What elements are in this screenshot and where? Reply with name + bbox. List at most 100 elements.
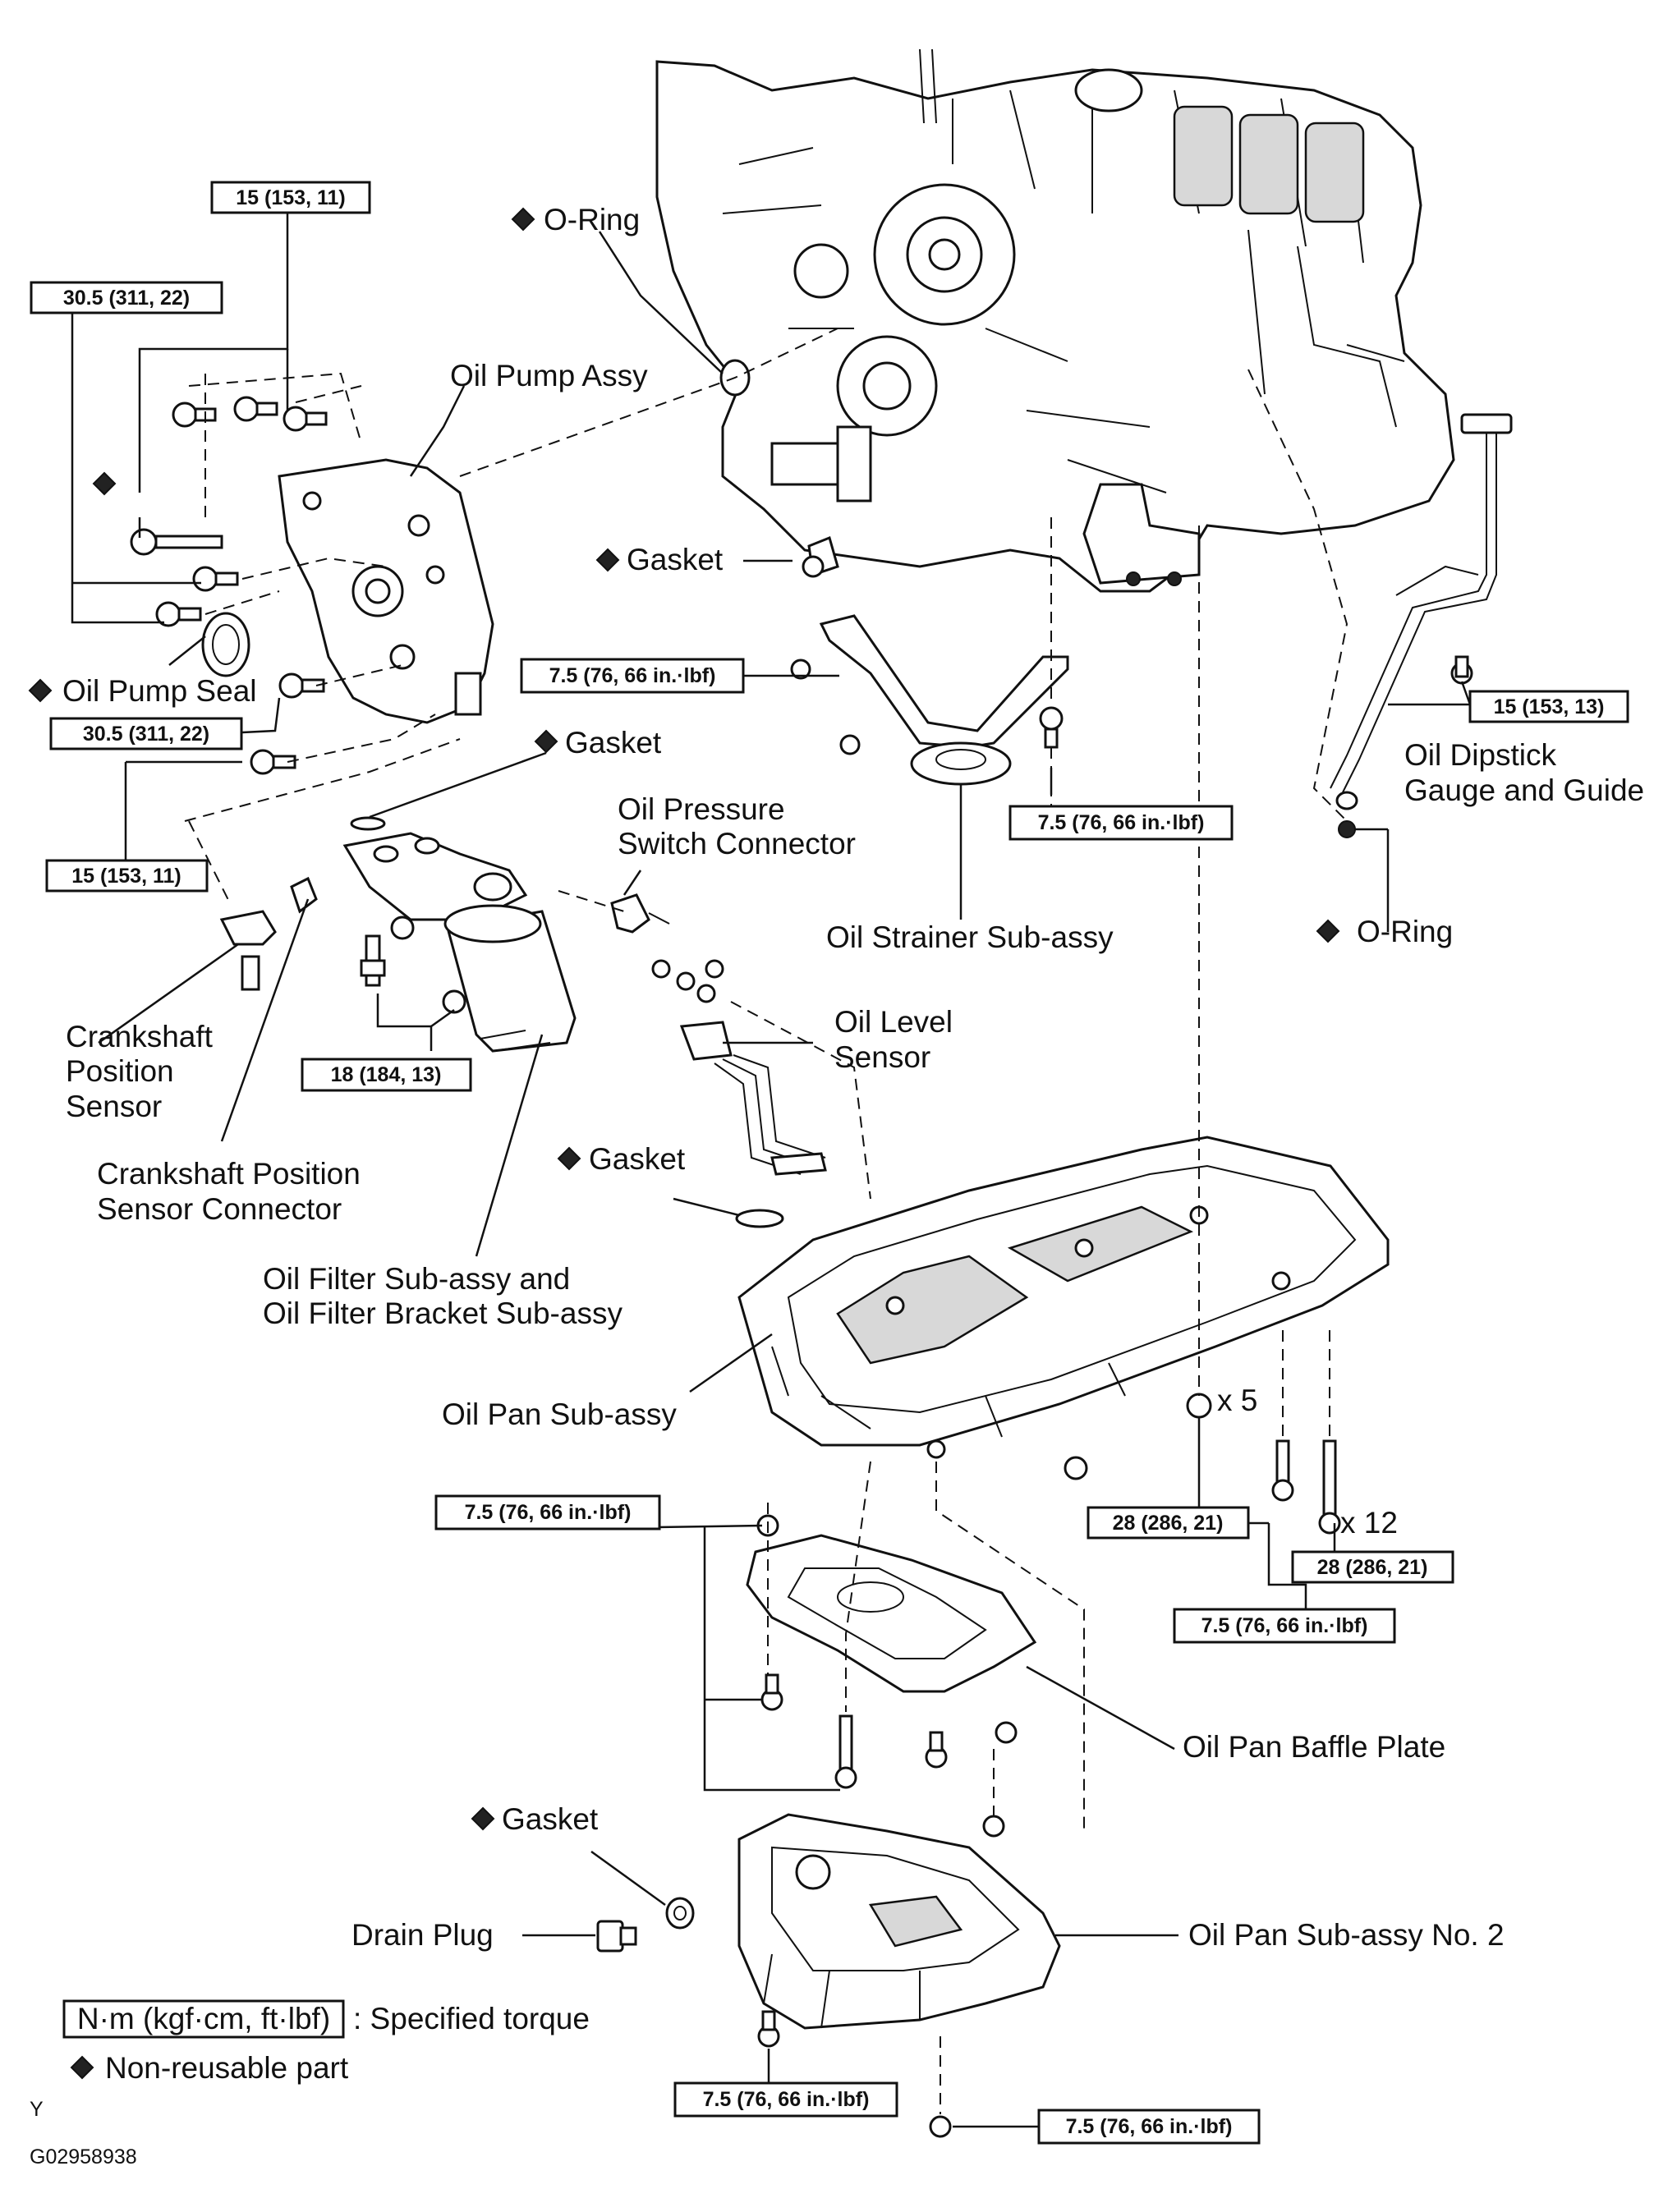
engine-block-drawing <box>655 48 1455 593</box>
torque-spec: 15 (153, 13) <box>1468 690 1629 723</box>
crankshaft-sensor-drawing <box>219 876 318 991</box>
label-quantity: x 5 <box>1217 1384 1257 1417</box>
bolt-icon <box>172 402 217 428</box>
bolt-icon <box>233 396 278 422</box>
long-bolt-icon <box>834 1714 857 1789</box>
diamond-icon <box>1316 919 1340 943</box>
svg-text:15 (153, 13): 15 (153, 13) <box>1494 695 1605 718</box>
drain-plug-drawing <box>596 1897 695 1953</box>
assembly-dashed-lines <box>184 328 1348 2114</box>
label-oil-pan-no2: Oil Pan Sub-assy No. 2 <box>1188 1918 1505 1952</box>
long-bolt-icon <box>1318 1439 1341 1535</box>
baffle-bolts <box>760 1673 1018 1789</box>
label-oil-pump-seal: Oil Pump Seal <box>62 674 257 708</box>
label-crankshaft-sensor: Position <box>66 1054 174 1088</box>
filter-gasket-drawing <box>350 816 386 831</box>
svg-text:18 (184, 13): 18 (184, 13) <box>331 1063 442 1086</box>
torque-spec: 15 (153, 11) <box>45 859 209 893</box>
long-bolt-icon <box>1271 1439 1294 1502</box>
oil-filter-bracket-drawing <box>342 832 577 1053</box>
figure-code: G02958938 <box>30 2145 137 2168</box>
bolt-head-icon <box>926 1439 946 1459</box>
torque-spec: 28 (286, 21) <box>1087 1506 1250 1540</box>
bolt-icon <box>278 672 325 699</box>
label-crankshaft-connector: Sensor Connector <box>97 1192 342 1226</box>
filter-bolts <box>360 916 466 1014</box>
label-baffle-plate: Oil Pan Baffle Plate <box>1183 1730 1445 1764</box>
svg-text:7.5 (76, 66 in.·lbf): 7.5 (76, 66 in.·lbf) <box>1201 1614 1368 1637</box>
oil-pressure-switch-drawing <box>610 893 670 934</box>
pump-bolts <box>130 396 328 775</box>
label-gasket: Gasket <box>589 1142 686 1176</box>
svg-text:28 (286, 21): 28 (286, 21) <box>1113 1512 1224 1535</box>
torque-spec: 18 (184, 13) <box>301 1058 472 1092</box>
svg-text:7.5 (76, 66 in.·lbf): 7.5 (76, 66 in.·lbf) <box>549 664 716 687</box>
torque-boxes: 15 (153, 11) 30.5 (311, 22) 7.5 (76, 66 … <box>30 181 1629 2145</box>
oil-pump-seal-drawing <box>201 612 250 677</box>
label-o-ring: O-Ring <box>544 203 640 236</box>
label-quantity: x 12 <box>1340 1506 1398 1540</box>
diamond-icon <box>595 548 620 572</box>
label-oil-filter: Oil Filter Bracket Sub-assy <box>263 1296 623 1330</box>
label-oil-pan: Oil Pan Sub-assy <box>442 1397 677 1431</box>
long-bolt-icon <box>130 528 223 556</box>
diamond-icon <box>28 678 53 703</box>
label-oil-filter: Oil Filter Sub-assy and <box>263 1262 570 1296</box>
bolt-icon <box>283 406 328 432</box>
label-gasket: Gasket <box>502 1802 599 1836</box>
level-gasket-drawing <box>735 1209 784 1228</box>
diamond-icon <box>92 471 117 496</box>
label-o-ring: O-Ring <box>1357 915 1453 948</box>
diamond-icon <box>534 729 558 754</box>
oil-level-sensor-drawing <box>651 959 827 1176</box>
bolt-head-icon <box>1186 1393 1212 1419</box>
bolt-icon <box>250 749 296 775</box>
leader-lines <box>71 212 1472 2128</box>
torque-spec: 30.5 (311, 22) <box>30 281 223 314</box>
oil-pump-assy-drawing <box>278 458 494 724</box>
torque-spec: 7.5 (76, 66 in.·lbf) <box>1037 2109 1261 2145</box>
oil-pan-drawing <box>737 1136 1390 1447</box>
label-oil-strainer: Oil Strainer Sub-assy <box>826 920 1114 954</box>
bolt-icon <box>155 601 202 627</box>
non-reusable-markers <box>28 207 1340 1831</box>
diamond-icon <box>471 1806 495 1831</box>
bolt-icon <box>757 2010 780 2048</box>
label-oil-level-sensor: Oil Level <box>834 1005 953 1039</box>
label-oil-dipstick: Gauge and Guide <box>1404 773 1644 807</box>
oil-pan-no2-drawing <box>737 1813 1061 2030</box>
torque-spec: 7.5 (76, 66 in.·lbf) <box>520 658 745 694</box>
svg-text:7.5 (76, 66 in.·lbf): 7.5 (76, 66 in.·lbf) <box>1038 811 1205 834</box>
bolt-icon <box>192 566 239 592</box>
svg-text:7.5 (76, 66 in.·lbf): 7.5 (76, 66 in.·lbf) <box>1066 2115 1233 2138</box>
torque-spec: 7.5 (76, 66 in.·lbf) <box>434 1494 661 1531</box>
svg-text:15 (153, 11): 15 (153, 11) <box>236 186 345 209</box>
nut-icon <box>995 1721 1018 1744</box>
diamond-icon <box>557 1146 581 1171</box>
bolt-icon <box>760 1673 783 1711</box>
pan-no2-bolts <box>757 2010 952 2138</box>
svg-text:7.5 (76, 66 in.·lbf): 7.5 (76, 66 in.·lbf) <box>703 2088 870 2111</box>
label-oil-level-sensor: Sensor <box>834 1040 930 1074</box>
part-labels: O-Ring Oil Pump Assy Gasket Oil Pump Sea… <box>62 203 1644 1952</box>
bolt-head-icon <box>1064 1456 1088 1480</box>
label-oil-pressure-switch: Oil Pressure <box>618 792 785 826</box>
diamond-icon <box>511 207 535 232</box>
torque-spec: 7.5 (76, 66 in.·lbf) <box>673 2081 898 2118</box>
label-oil-dipstick: Oil Dipstick <box>1404 738 1557 772</box>
label-crankshaft-sensor: Crankshaft <box>66 1020 214 1053</box>
oil-strainer-drawing <box>790 535 1069 786</box>
oil-dipstick-drawing <box>1330 413 1513 838</box>
label-oil-pump-assy: Oil Pump Assy <box>450 359 648 392</box>
footer: Y G02958938 <box>30 2098 137 2168</box>
label-gasket: Gasket <box>627 543 724 576</box>
bolt-icon <box>1039 706 1064 749</box>
bolt-icon <box>1450 655 1473 685</box>
label-oil-pressure-switch: Switch Connector <box>618 827 856 860</box>
torque-spec: 15 (153, 11) <box>210 181 371 214</box>
label-crankshaft-connector: Crankshaft Position <box>97 1157 361 1191</box>
baffle-plate-drawing <box>746 1514 1037 1693</box>
footer-letter: Y <box>30 2098 44 2121</box>
label-drain-plug: Drain Plug <box>351 1918 494 1952</box>
